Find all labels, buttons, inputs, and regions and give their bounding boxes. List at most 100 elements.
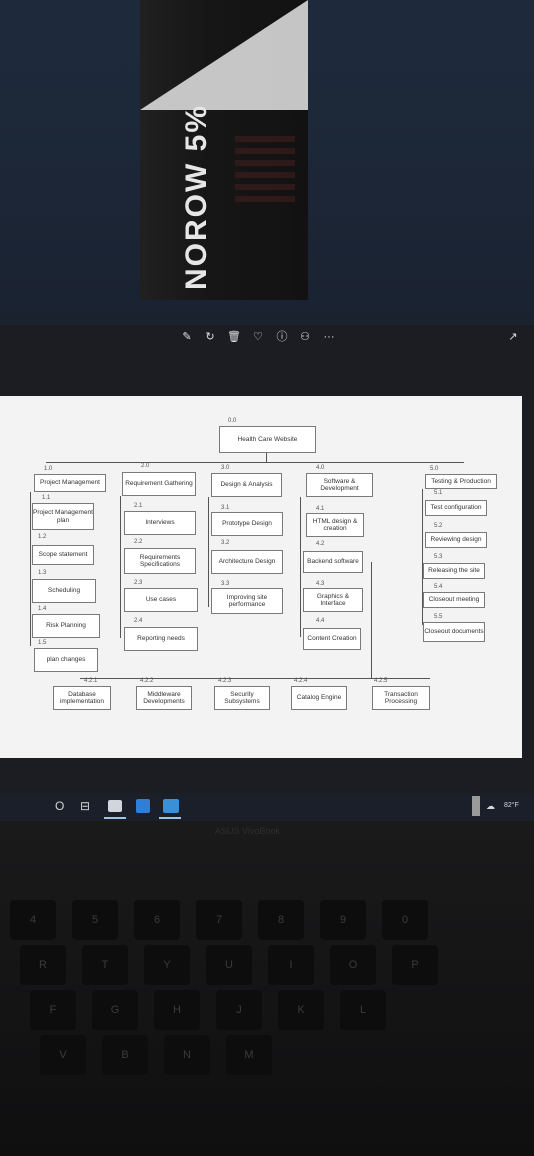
keyboard-key: N	[164, 1035, 210, 1075]
laptop-keyboard	[0, 821, 534, 1156]
wbs-3-1: Prototype Design	[211, 512, 283, 536]
wbs-2-4: Reporting needs	[124, 627, 198, 651]
heart-icon[interactable]: ♡	[253, 331, 263, 343]
wbs-sheet: 0.0 Health Care Website 1.0 Project Mana…	[0, 396, 522, 758]
wbs-num: 2.0	[141, 463, 150, 469]
active-indicator	[104, 817, 126, 819]
wbs-3-2: Architecture Design	[211, 550, 283, 574]
wbs-num: 4.2.5	[374, 678, 388, 684]
keyboard-key: M	[226, 1035, 272, 1075]
wbs-num: 5.4	[434, 584, 443, 590]
task-view-icon[interactable]: ⊟	[80, 799, 91, 813]
search-icon[interactable]: O	[55, 799, 65, 813]
wbs-num: 2.4	[134, 618, 143, 624]
wbs-num: 1.0	[44, 466, 53, 472]
wbs-num: 1.4	[38, 606, 47, 612]
keyboard-key: B	[102, 1035, 148, 1075]
keyboard-key: R	[20, 945, 66, 985]
keyboard-key: 5	[72, 900, 118, 940]
cloud-icon: ☁	[486, 801, 495, 811]
keyboard-key: O	[330, 945, 376, 985]
wbs-4-0: Software & Development	[306, 473, 373, 497]
wbs-5-1: Test configuration	[425, 500, 487, 516]
keyboard-key: Y	[144, 945, 190, 985]
wbs-5-0: Testing & Production	[425, 474, 497, 489]
wbs-num: 4.4	[316, 618, 325, 624]
keyboard-key: G	[92, 990, 138, 1030]
keyboard-key: 6	[134, 900, 180, 940]
wbs-num: 2.1	[134, 503, 143, 509]
wbs-num: 4.2.3	[218, 678, 232, 684]
store-icon[interactable]	[136, 799, 150, 813]
keyboard-key: F	[30, 990, 76, 1030]
keyboard-key: 0	[382, 900, 428, 940]
info-icon[interactable]: ⓘ	[276, 331, 288, 343]
wbs-num: 4.1	[316, 506, 325, 512]
keyboard-key: 4	[10, 900, 56, 940]
wbs-5-5: Closeout documents	[423, 622, 485, 642]
people-icon[interactable]: ⚇	[300, 331, 310, 343]
wbs-num: 2.3	[134, 580, 143, 586]
wbs-1-1: Project Management plan	[32, 503, 94, 530]
keyboard-key: U	[206, 945, 252, 985]
wbs-1-4: Risk Planning	[32, 614, 100, 638]
wbs-num: 3.1	[221, 505, 230, 511]
keyboard-key: I	[268, 945, 314, 985]
wbs-4-2: Backend software	[303, 551, 363, 573]
book-title: NOROW 5%	[180, 103, 213, 290]
wbs-num: 1.3	[38, 570, 47, 576]
wbs-num: 3.2	[221, 540, 230, 546]
wbs-root: Health Care Website	[219, 426, 316, 453]
wbs-root-num: 0.0	[228, 418, 237, 424]
wbs-num: 1.2	[38, 534, 47, 540]
rotate-icon[interactable]: ↻	[205, 331, 215, 343]
keyboard-key: 8	[258, 900, 304, 940]
wbs-1-3: Scheduling	[32, 579, 96, 603]
wbs-2-0: Requirement Gathering	[122, 472, 196, 496]
wbs-4-1: HTML design & creation	[306, 513, 364, 537]
active-indicator	[159, 817, 181, 819]
wbs-1-5: plan changes	[34, 648, 98, 672]
photos-icon[interactable]	[163, 799, 179, 813]
wbs-2-2: Requirements Specifications	[124, 548, 196, 574]
wbs-2-3: Use cases	[124, 588, 198, 612]
wbs-num: 2.2	[134, 539, 143, 545]
wbs-num: 5.2	[434, 523, 443, 529]
wbs-4-2-5: Transaction Processing	[372, 686, 430, 710]
book-text-lines	[235, 130, 295, 208]
photo-viewer-toolbar	[0, 325, 534, 353]
wbs-5-2: Reviewing design	[425, 532, 487, 548]
keyboard-key: 7	[196, 900, 242, 940]
wbs-4-4: Content Creation	[303, 628, 361, 650]
wbs-num: 4.2.2	[140, 678, 154, 684]
scroll-handle[interactable]	[472, 796, 480, 816]
edit-icon[interactable]: ✎	[182, 331, 192, 343]
file-explorer-icon[interactable]	[108, 800, 122, 812]
wbs-4-2-2: Middleware Developments	[136, 686, 192, 710]
wbs-num: 1.1	[42, 495, 51, 501]
wbs-num: 3.0	[221, 465, 230, 471]
more-icon[interactable]: ···	[323, 331, 335, 343]
wbs-5-4: Closeout meeting	[423, 592, 485, 608]
wbs-num: 5.3	[434, 554, 443, 560]
book-page-corner	[140, 0, 308, 110]
wbs-5-3: Releasing the site	[423, 563, 485, 579]
wbs-num: 4.2	[316, 541, 325, 547]
keyboard-key: H	[154, 990, 200, 1030]
weather-temp: 82°F	[504, 802, 519, 809]
keyboard-key: P	[392, 945, 438, 985]
wbs-num: 4.0	[316, 465, 325, 471]
wbs-num: 4.2.4	[294, 678, 308, 684]
wbs-num: 5.0	[430, 466, 439, 472]
delete-icon[interactable]: 🗑	[227, 331, 241, 343]
wbs-4-2-3: Security Subsystems	[214, 686, 270, 710]
keyboard-key: K	[278, 990, 324, 1030]
wbs-num: 5.5	[434, 614, 443, 620]
taskbar	[0, 793, 534, 821]
expand-icon[interactable]: ↗	[508, 331, 518, 343]
wbs-1-2: Scope statement	[32, 545, 94, 565]
keyboard-key: L	[340, 990, 386, 1030]
wbs-num: 3.3	[221, 581, 230, 587]
wbs-num: 4.2.1	[84, 678, 98, 684]
laptop-brand: ASUS VivoBook	[215, 826, 280, 836]
